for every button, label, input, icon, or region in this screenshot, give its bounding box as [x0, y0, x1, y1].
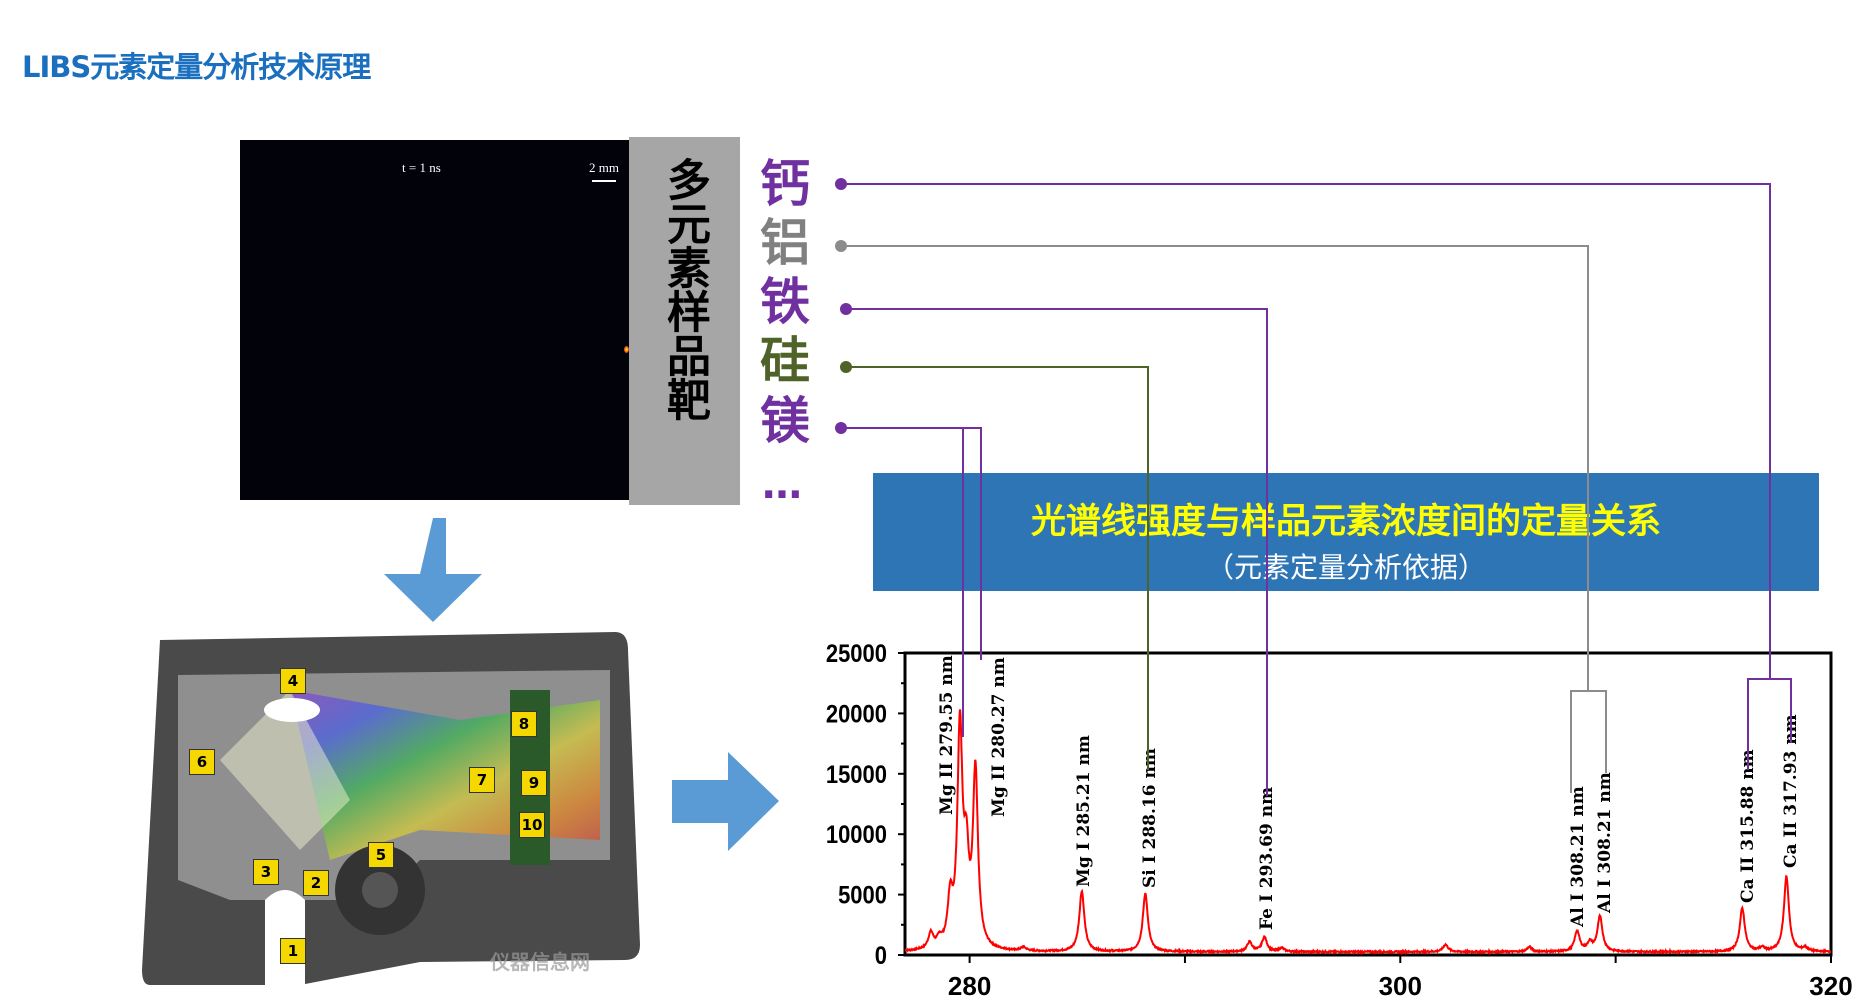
y-tick-label: 10000 — [826, 821, 887, 849]
peak-annotation: Mg II 280.27 nm — [989, 657, 1009, 817]
tag-2: 2 — [303, 870, 329, 896]
y-tick-label: 5000 — [838, 881, 887, 909]
sample-target-panel: 多元素样品靶 — [629, 137, 740, 505]
peak-annotation: Ca II 315.88 nm — [1738, 749, 1758, 903]
tag-10: 10 — [519, 812, 545, 838]
tag-8: 8 — [511, 711, 537, 737]
tag-9: 9 — [521, 770, 547, 796]
tag-4: 4 — [280, 668, 306, 694]
tag-5: 5 — [368, 842, 394, 868]
time-label: t = 1 ns — [402, 160, 441, 175]
tag-6: 6 — [189, 749, 215, 775]
y-tick-label: 20000 — [826, 700, 887, 728]
tag-3: 3 — [253, 859, 279, 885]
y-tick-label: 25000 — [826, 640, 887, 668]
tag-7: 7 — [469, 767, 495, 793]
peak-annotation: Ca II 317.93 nm — [1781, 714, 1801, 868]
element-more: … — [762, 462, 802, 508]
peak-annotation: Al I 308.21 nm — [1568, 786, 1588, 928]
peak-annotation: Fe I 293.69 nm — [1257, 787, 1277, 930]
page-title: LIBS元素定量分析技术原理 — [22, 50, 371, 84]
peak-annotation: Mg I 285.21 nm — [1074, 735, 1094, 887]
plasma-spot — [624, 346, 629, 353]
y-tick-label: 0 — [875, 942, 887, 970]
tag-1: 1 — [280, 938, 306, 964]
spectrum-line — [904, 709, 1832, 956]
element-silicon: 硅 — [760, 332, 810, 390]
peak-annotation: Mg II 279.55 nm — [937, 655, 957, 815]
element-aluminum: 铝 — [760, 214, 810, 272]
peak-annotation: Si I 288.16 nm — [1140, 748, 1160, 888]
watermark: 仪器信息网 — [490, 950, 590, 974]
x-tick-label: 320 — [1809, 971, 1852, 1001]
plot-frame — [903, 651, 1833, 957]
peak-annotation: Al I 308.21 nm — [1595, 772, 1615, 914]
element-calcium: 钙 — [760, 155, 810, 213]
x-tick-label: 300 — [1379, 971, 1422, 1001]
y-tick-label: 15000 — [826, 761, 887, 789]
x-tick-label: 280 — [948, 971, 991, 1001]
element-magnesium: 镁 — [760, 392, 810, 450]
scale-label: 2 mm — [589, 160, 619, 175]
element-iron: 铁 — [760, 273, 810, 331]
plasma-plume-image: t = 1 ns 2 mm — [240, 140, 629, 500]
scale-bar: 2 mm — [589, 160, 619, 182]
target-label: 多元素样品靶 — [659, 157, 710, 421]
